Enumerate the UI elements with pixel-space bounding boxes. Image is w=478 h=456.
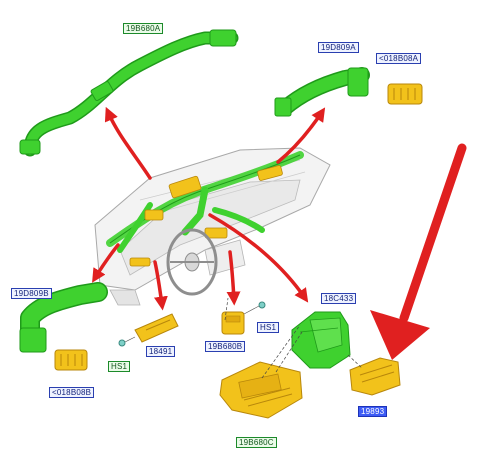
callout-19B680A: 19B680A bbox=[123, 23, 164, 34]
vent-018B08A bbox=[387, 83, 423, 105]
callout-19B680B: 19B680B bbox=[205, 341, 246, 352]
callout-018B08B: <018B08B bbox=[49, 387, 95, 398]
explode-arrows bbox=[92, 106, 326, 311]
callout-HS1-mid: HS1 bbox=[257, 322, 280, 333]
arrow-to-19B680A bbox=[104, 106, 152, 180]
part-19B680C bbox=[219, 361, 303, 419]
arrow-to-19D809A bbox=[276, 107, 326, 164]
duct-19D809A bbox=[274, 67, 370, 117]
part-18491 bbox=[118, 313, 179, 347]
callout-19D809B: 19D809B bbox=[11, 288, 52, 299]
dashboard-assembly bbox=[94, 147, 331, 306]
duct-19D809B bbox=[19, 282, 108, 353]
screw-icon bbox=[118, 339, 126, 347]
steering-wheel bbox=[166, 228, 218, 296]
part-19B680B bbox=[221, 301, 266, 335]
callout-HS1-left: HS1 bbox=[108, 361, 131, 372]
duct-18C433 bbox=[291, 311, 351, 369]
part-19893 bbox=[349, 357, 401, 396]
arrow-to-18491 bbox=[153, 260, 168, 311]
arrow-to-19D809B bbox=[92, 243, 120, 283]
arrow-to-18C433 bbox=[208, 213, 309, 303]
arrow-to-19B680B bbox=[226, 250, 241, 306]
screw-icon bbox=[258, 301, 266, 309]
callout-19893: 19893 bbox=[358, 406, 388, 417]
highlight-pointer-arrow bbox=[370, 143, 467, 360]
callout-018B08A: <018B08A bbox=[376, 53, 422, 64]
vent-018B08B bbox=[54, 349, 88, 371]
callout-18C433: 18C433 bbox=[321, 293, 357, 304]
duct-19B680A bbox=[19, 29, 239, 157]
dashboard-yellow-components bbox=[129, 165, 283, 267]
callout-19D809A: 19D809A bbox=[318, 42, 359, 53]
callout-18491: 18491 bbox=[146, 346, 176, 357]
assembly-dashed-lines bbox=[224, 297, 363, 379]
callout-19B680C: 19B680C bbox=[236, 437, 277, 448]
